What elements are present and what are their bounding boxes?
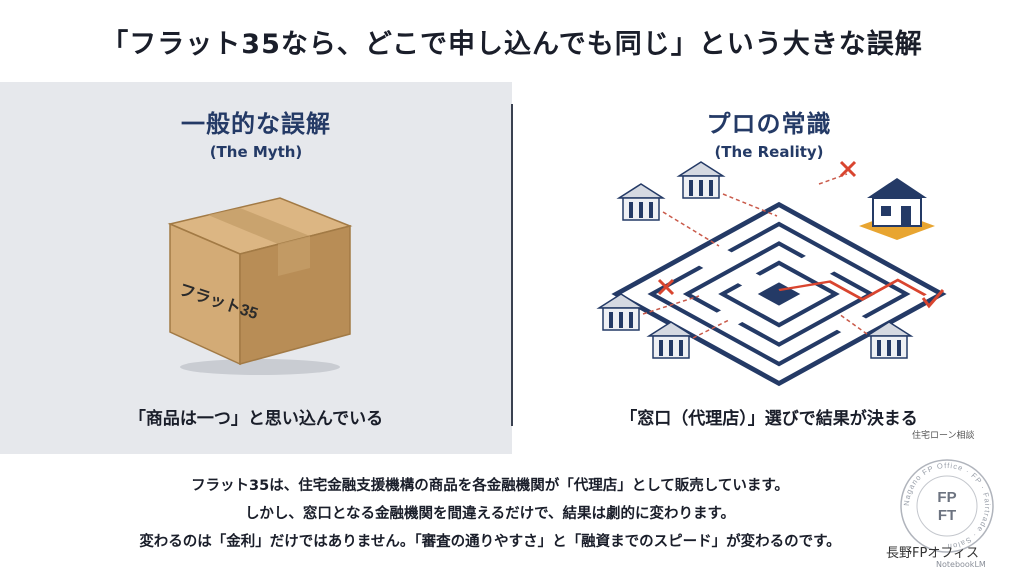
bank-icon: [646, 321, 696, 359]
reality-caption: 「窓口（代理店）」選びで結果が決まる: [620, 409, 918, 429]
consult-label: 住宅ローン相談: [912, 431, 975, 441]
success-check-icon: [921, 289, 945, 309]
cardboard-box-illustration: フラット35: [167, 197, 353, 375]
notebooklm-watermark: NotebookLM: [936, 560, 986, 569]
seal-logo-top: FP: [937, 489, 956, 506]
title-bar: 「フラット35なら、どこで申し込んでも同じ」という大きな誤解: [0, 0, 1024, 82]
reality-heading: プロの常識 (The Reality): [514, 104, 1024, 161]
explanation-line: しかし、窓口となる金融機関を間違えるだけで、結果は劇的に変わります。: [244, 506, 736, 522]
house-icon: [859, 178, 935, 240]
fail-x-icon: [657, 278, 675, 296]
fail-x-icon: [839, 160, 857, 178]
myth-title: 一般的な誤解: [181, 110, 331, 138]
myth-subtitle: (The Myth): [209, 143, 303, 161]
explanation-text: フラット35は、住宅金融支援機構の商品を各金融機関が「代理店」として販売していま…: [60, 472, 920, 556]
myth-caption: 「商品は一つ」と思い込んでいる: [128, 409, 384, 429]
bank-icon: [596, 293, 646, 331]
explanation-line: フラット35は、住宅金融支援機構の商品を各金融機関が「代理店」として販売していま…: [191, 478, 789, 494]
bank-icon: [616, 183, 666, 221]
comparison-panels: 一般的な誤解 (The Myth) フラット35 「商品は一つ」と思い込んでいる…: [0, 82, 1024, 454]
myth-heading: 一般的な誤解 (The Myth): [0, 104, 512, 161]
brand-name: 長野FPオフィス: [886, 546, 980, 561]
bank-icon: [864, 321, 914, 359]
footer-explanation: フラット35は、住宅金融支援機構の商品を各金融機関が「代理店」として販売していま…: [0, 454, 1024, 574]
myth-panel: 一般的な誤解 (The Myth) フラット35 「商品は一つ」と思い込んでいる: [0, 82, 512, 454]
reality-title: プロの常識: [706, 110, 832, 138]
explanation-line: 変わるのは「金利」だけではありません。「審査の通りやすさ」と「融資までのスピード…: [139, 534, 841, 550]
office-seal-logo: Nagano FP Office · FP · Fairtrade · Salo…: [900, 459, 994, 553]
reality-panel: プロの常識 (The Reality): [514, 82, 1024, 454]
maze-illustration: [596, 160, 947, 387]
reality-subtitle: (The Reality): [714, 143, 824, 161]
maze-grid: [611, 201, 947, 387]
slide-title: 「フラット35なら、どこで申し込んでも同じ」という大きな誤解: [101, 28, 923, 60]
seal-logo-bottom: FT: [938, 507, 956, 524]
bank-icon: [676, 161, 726, 199]
panel-divider: [511, 104, 513, 426]
